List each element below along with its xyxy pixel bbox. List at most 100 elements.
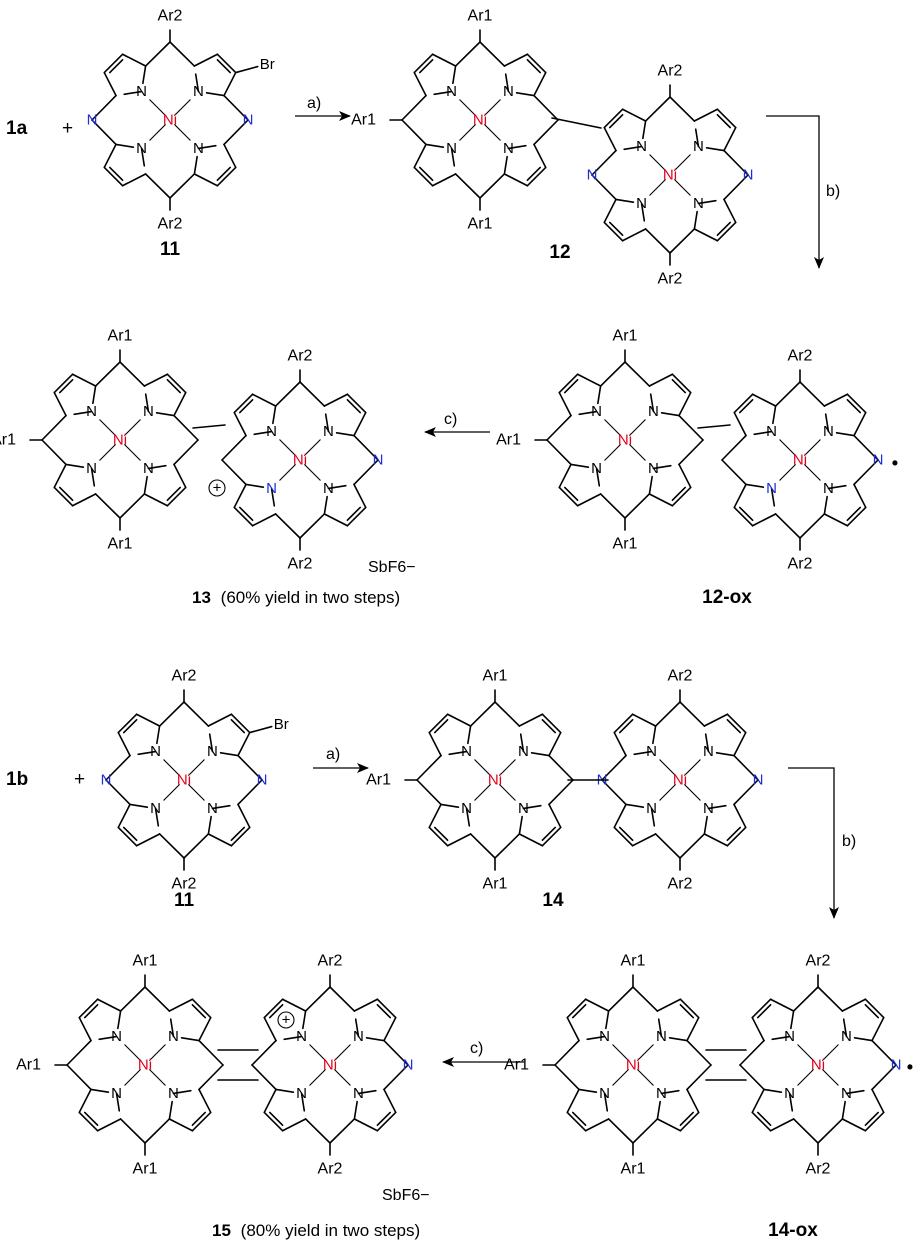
aryl-substituent: Ar2	[806, 953, 831, 970]
pyrrole-nitrogen: N	[353, 1028, 364, 1045]
aryl-substituent: Ar2	[806, 1161, 831, 1178]
pyrrole-nitrogen: N	[193, 140, 204, 157]
imine-nitrogen: N	[743, 167, 754, 184]
compound-13-caption: 13 (60% yield in two steps)	[192, 588, 400, 607]
pyrrole-nitrogen: N	[648, 460, 659, 477]
pyrrole-nitrogen: N	[784, 1085, 795, 1102]
pyrrole-nitrogen: N	[323, 423, 334, 440]
pyrrole-nitrogen: N	[86, 403, 97, 420]
condition-a-top: a)	[307, 95, 321, 112]
pyrrole-nitrogen: N	[823, 423, 834, 440]
pyrrole-nitrogen: N	[646, 743, 657, 760]
pyrrole-nitrogen: N	[656, 1085, 667, 1102]
imine-nitrogen: N	[403, 1057, 414, 1074]
pyrrole-nitrogen: N	[207, 743, 218, 760]
pyrrole-nitrogen: N	[446, 83, 457, 100]
compound-12-label: 12	[549, 242, 570, 263]
radical-dot-12ox: •	[892, 454, 899, 475]
imine-nitrogen: N	[753, 772, 764, 789]
pyrrole-nitrogen: N	[823, 480, 834, 497]
nickel-center: Ni	[293, 452, 307, 469]
pyrrole-nitrogen: N	[841, 1085, 852, 1102]
pyrrole-nitrogen: N	[136, 140, 147, 157]
positive-charge-circle-13	[208, 479, 226, 497]
aryl-substituent: Ar1	[483, 876, 508, 893]
pyrrole-nitrogen: N	[136, 83, 147, 100]
aryl-substituent: Ar1	[483, 668, 508, 685]
nickel-center: Ni	[488, 772, 502, 789]
pyrrole-nitrogen: N	[841, 1028, 852, 1045]
pyrrole-nitrogen: N	[503, 140, 514, 157]
pyrrole-nitrogen: N	[646, 800, 657, 817]
compound-12ox-label: 12-ox	[702, 587, 752, 608]
aryl-substituent: Ar1	[16, 1057, 41, 1074]
imine-nitrogen: N	[87, 112, 98, 129]
aryl-substituent: Ar2	[658, 63, 683, 80]
pyrrole-nitrogen: N	[353, 1085, 364, 1102]
aryl-substituent: Ar2	[172, 876, 197, 893]
pyrrole-nitrogen: N	[143, 403, 154, 420]
pyrrole-nitrogen: N	[636, 138, 647, 155]
pyrrole-nitrogen: N	[518, 800, 529, 817]
condition-a-bottom: a)	[326, 746, 340, 763]
pyrrole-nitrogen: N	[143, 460, 154, 477]
pyrrole-nitrogen: N	[656, 1028, 667, 1045]
pyrrole-nitrogen: N	[784, 1028, 795, 1045]
compound-15-yield: (80% yield in two steps)	[241, 1221, 421, 1240]
imine-nitrogen: N	[873, 452, 884, 469]
compound-14ox-label: 14-ox	[768, 1220, 818, 1241]
nickel-center: Ni	[663, 167, 677, 184]
nickel-center: Ni	[626, 1057, 640, 1074]
compound-14-label: 14	[542, 890, 564, 911]
pyrrole-nitrogen: N	[766, 480, 777, 497]
imine-nitrogen: N	[257, 772, 268, 789]
pyrrole-nitrogen: N	[150, 800, 161, 817]
aryl-substituent: Ar2	[158, 216, 183, 233]
aryl-substituent: Ar2	[158, 8, 183, 25]
imine-nitrogen: N	[101, 772, 112, 789]
pyrrole-nitrogen: N	[86, 460, 97, 477]
aryl-substituent: Ar1	[468, 8, 493, 25]
pyrrole-nitrogen: N	[446, 140, 457, 157]
counterion-13: SbF6−	[368, 559, 416, 576]
nickel-center: Ni	[618, 432, 632, 449]
arrow-b-top	[766, 115, 824, 269]
aryl-substituent: Ar2	[172, 668, 197, 685]
inter-unit-bonds	[192, 117, 747, 1081]
pyrrole-nitrogen: N	[503, 83, 514, 100]
positive-charge-13: +	[213, 480, 222, 497]
condition-c-top: c)	[444, 411, 457, 428]
imine-nitrogen: N	[243, 112, 254, 129]
aryl-substituent: Ar1	[133, 953, 158, 970]
pyrrole-nitrogen: N	[207, 800, 218, 817]
aryl-substituent: Ar2	[658, 271, 683, 288]
compound-13-yield: (60% yield in two steps)	[221, 588, 401, 607]
aryl-substituent: Ar2	[318, 1161, 343, 1178]
aryl-substituent: Ar1	[496, 432, 521, 449]
imine-nitrogen: N	[587, 167, 598, 184]
imine-nitrogen: N	[373, 452, 384, 469]
pyrrole-nitrogen: N	[599, 1085, 610, 1102]
aryl-substituent: Ar1	[613, 536, 638, 553]
pyrrole-nitrogen: N	[461, 743, 472, 760]
compound-15-caption: 15 (80% yield in two steps)	[212, 1221, 420, 1240]
imine-nitrogen: N	[891, 1057, 902, 1074]
aryl-substituent: Ar1	[351, 112, 376, 129]
pyrrole-nitrogen: N	[296, 1028, 307, 1045]
pyrrole-nitrogen: N	[648, 403, 659, 420]
pyrrole-nitrogen: N	[636, 195, 647, 212]
pyrrole-nitrogen: N	[591, 403, 602, 420]
nickel-center: Ni	[163, 112, 177, 129]
pyrrole-nitrogen: N	[591, 460, 602, 477]
aryl-substituent: Ar2	[288, 348, 313, 365]
pyrrole-nitrogen: N	[766, 423, 777, 440]
pyrrole-nitrogen: N	[111, 1085, 122, 1102]
nickel-center: Ni	[323, 1057, 337, 1074]
